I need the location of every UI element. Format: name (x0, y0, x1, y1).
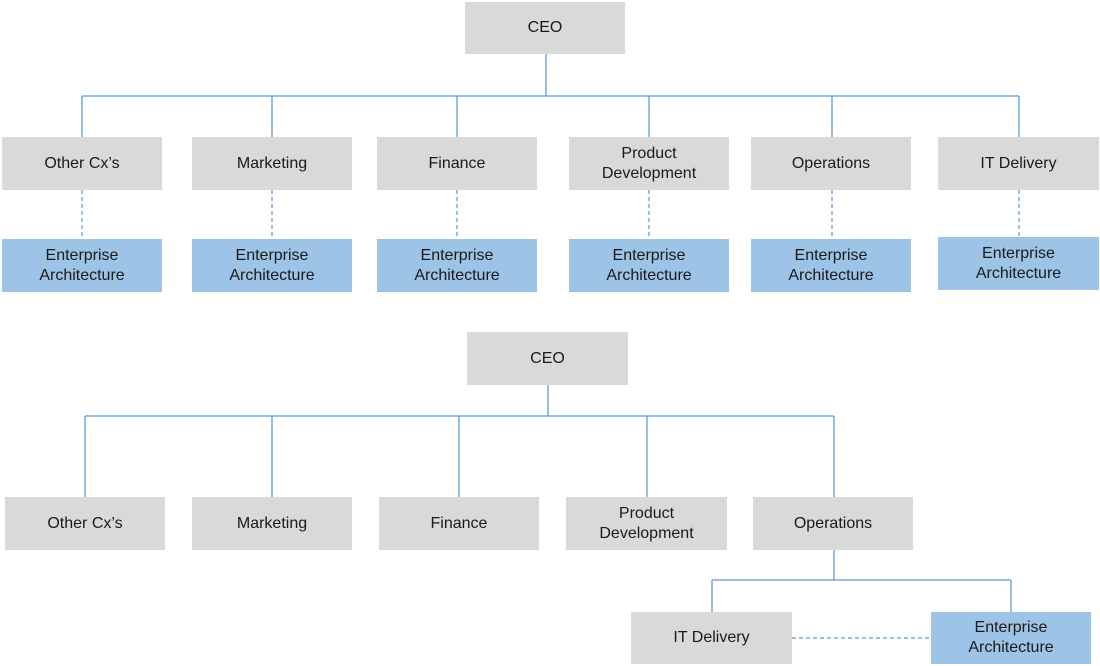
ea-box-finance: Enterprise Architecture (377, 239, 537, 292)
ceo-label: CEO (527, 19, 563, 36)
dept-box-finance: Finance (377, 137, 537, 190)
ea-label: Enterprise Architecture (229, 246, 315, 284)
ceo-label: CEO (530, 349, 565, 367)
ea-box-it-delivery: Enterprise Architecture (938, 237, 1099, 290)
sub-box-enterprise-architecture: Enterprise Architecture (931, 612, 1091, 664)
sub-box-it-delivery: IT Delivery (631, 612, 792, 664)
dept-label: Product Development (601, 144, 697, 182)
dept-label: Finance (428, 154, 486, 172)
ea-label: Enterprise Architecture (975, 244, 1062, 282)
ea-label: Enterprise Architecture (39, 246, 125, 284)
dept-label: IT Delivery (980, 154, 1057, 172)
ea-label: Enterprise Architecture (606, 246, 692, 284)
dept2-box-product-development: Product Development (566, 497, 727, 550)
dept-label: Finance (430, 514, 488, 532)
dept-label: Operations (793, 514, 873, 532)
ea-box-operations: Enterprise Architecture (751, 239, 911, 292)
dept-box-other-cx: Other Cx’s (2, 137, 162, 190)
dept-label: Other Cx’s (44, 154, 120, 172)
ea-box-marketing: Enterprise Architecture (192, 239, 352, 292)
dept-label: Other Cx’s (47, 514, 123, 532)
dept-label: Operations (791, 154, 871, 172)
sub-label-it-delivery: IT Delivery (673, 629, 750, 646)
ea-label: Enterprise Architecture (788, 246, 874, 284)
dept-box-operations: Operations (751, 137, 911, 190)
ceo-box: CEO (465, 2, 625, 54)
ea-box-other-cx: Enterprise Architecture (2, 239, 162, 292)
dept-label: Marketing (236, 514, 308, 532)
dept-box-product-development: Product Development (569, 137, 729, 190)
ea-box-product-development: Enterprise Architecture (569, 239, 729, 292)
dept-box-it-delivery: IT Delivery (938, 137, 1099, 190)
dept-box-marketing: Marketing (192, 137, 352, 190)
dept2-box-marketing: Marketing (192, 497, 352, 550)
ceo-box-2: CEO (467, 332, 628, 385)
ea-label: Enterprise Architecture (414, 246, 500, 284)
dept2-box-finance: Finance (379, 497, 539, 550)
dept-label: Marketing (236, 154, 308, 172)
dept2-box-operations: Operations (753, 497, 913, 550)
dept-label: Product Development (599, 504, 694, 542)
sub-label-ea: Enterprise Architecture (968, 619, 1054, 656)
dept2-box-other-cx: Other Cx’s (5, 497, 165, 550)
